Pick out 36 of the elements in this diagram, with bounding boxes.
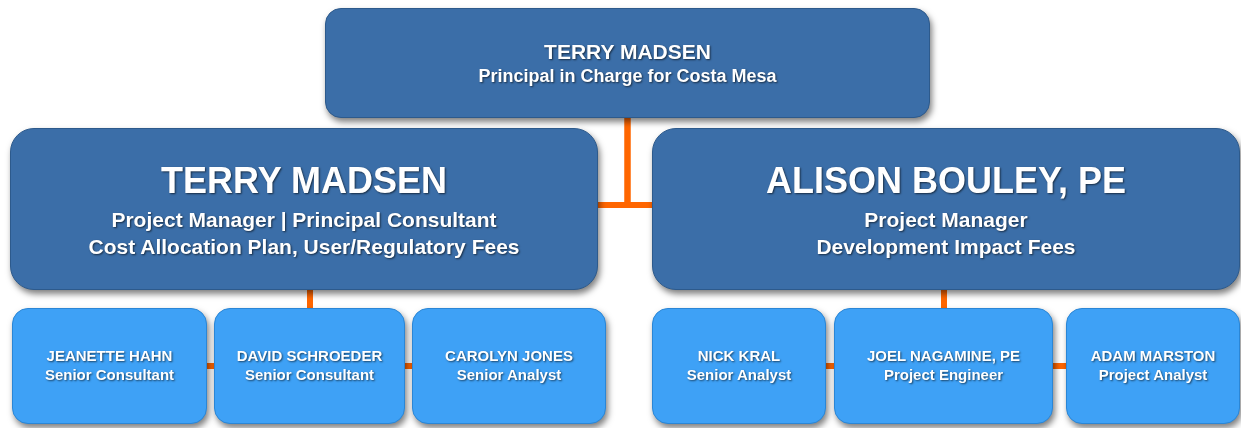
role-text: Senior Analyst [456,366,562,385]
org-chart-box [652,308,826,424]
role-text: Senior Consultant [244,366,375,385]
connector-line [207,363,214,369]
name-heading: NICK KRAL [697,347,781,366]
name-heading: JEANETTE HAHN [46,347,173,366]
role-text: Senior Consultant [44,366,175,385]
connector-line [624,118,652,208]
connector-line [307,290,313,308]
name-heading: JOEL NAGAMINE, PE [866,347,1021,366]
org-chart-box [1066,308,1240,424]
name-heading: DAVID SCHROEDER [236,347,383,366]
connector-line [1053,363,1066,369]
org-chart-box [412,308,606,424]
org-chart-box [325,8,930,118]
org-chart-box [10,128,598,290]
role-text: Project Analyst [1098,366,1208,385]
connector-line [826,363,834,369]
name-heading: TERRY MADSEN [544,38,711,65]
role-text: Project Engineer [883,366,1004,385]
name-heading: ADAM MARSTON [1090,347,1216,366]
role-text: Development Impact Fees [816,233,1076,260]
role-text: Principal in Charge for Costa Mesa [478,64,777,88]
role-text: Senior Analyst [686,366,792,385]
role-text: Cost Allocation Plan, User/Regulatory Fees [88,233,520,260]
connector-line [941,290,947,308]
name-heading: ALISON BOULEY, PE [765,159,1127,204]
name-heading: CAROLYN JONES [445,347,573,366]
org-chart-box [214,308,405,424]
org-chart-box [652,128,1240,290]
connector-line [405,363,412,369]
role-text: Project Manager [864,207,1028,234]
name-heading: TERRY MADSEN [161,159,447,204]
role-text: Project Manager | Principal Consultant [111,207,497,234]
org-chart-box [12,308,207,424]
org-chart-box [834,308,1053,424]
